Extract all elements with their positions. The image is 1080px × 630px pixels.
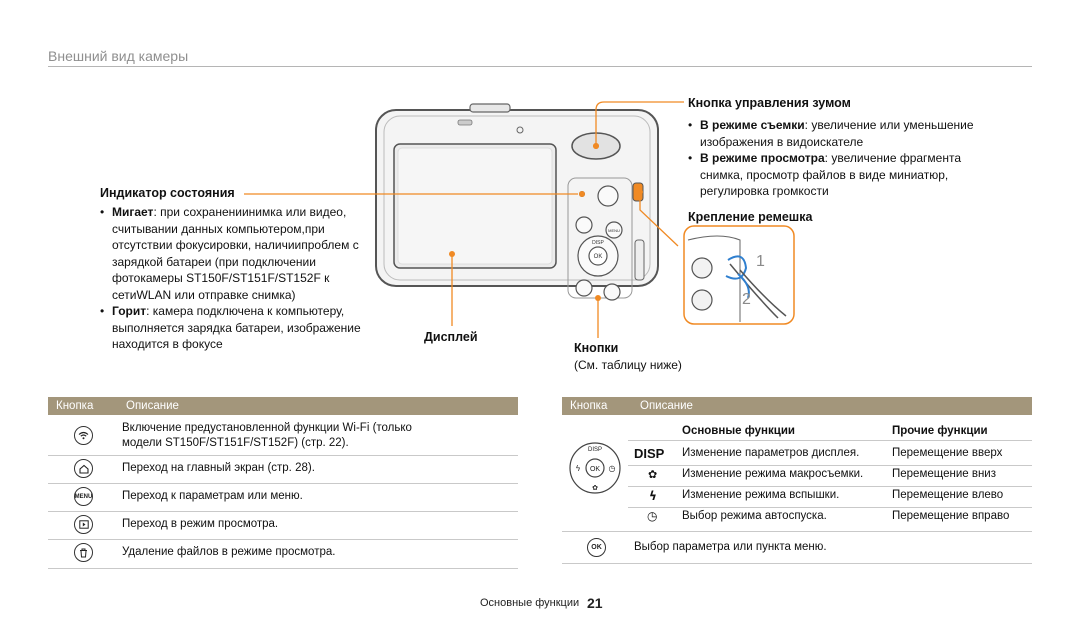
row-divider	[628, 507, 1032, 508]
status-callout-item: Мигает: при сохранениинимка или видео, с…	[100, 204, 362, 303]
table-row-other: Перемещение вниз	[892, 468, 997, 480]
disp-label-icon: DISP	[634, 446, 665, 461]
timer-icon: ◷	[647, 509, 658, 523]
ok-button-icon: OK	[587, 538, 606, 557]
table-row-main: Изменение параметров дисплея.	[682, 447, 860, 459]
svg-text:ϟ: ϟ	[575, 464, 580, 473]
row-divider	[48, 455, 518, 456]
strap-callout-title: Крепление ремешка	[688, 210, 813, 224]
table-row-desc: Переход в режим просмотра.	[122, 518, 279, 530]
table-row-desc: Выбор параметра или пункта меню.	[634, 541, 827, 553]
section-title: Внешний вид камеры	[48, 48, 189, 64]
svg-text:✿: ✿	[592, 484, 598, 492]
display-callout-title: Дисплей	[424, 330, 478, 344]
home-icon	[74, 459, 93, 478]
svg-text:OK: OK	[590, 466, 600, 473]
left-table-body: Включение предустановленной функции Wi-F…	[48, 415, 518, 575]
row-divider	[562, 531, 1032, 532]
table-row-other: Перемещение вправо	[892, 510, 1010, 522]
table-row-main: Изменение режима макросъемки.	[682, 468, 864, 480]
zoom-callout-list: В режиме съемки: увеличение или уменьшен…	[688, 117, 990, 200]
camera-menu-text: MENU	[608, 228, 620, 233]
left-col-button: Кнопка	[56, 400, 94, 412]
menu-icon: MENU	[74, 487, 93, 506]
svg-text:◷: ◷	[609, 464, 616, 473]
row-divider	[48, 539, 518, 540]
table-row-main: Изменение режима вспышки.	[682, 489, 840, 501]
table-row-desc: Переход на главный экран (стр. 28).	[122, 462, 315, 474]
status-callout-title: Индикатор состояния	[100, 186, 235, 200]
svg-text:DISP: DISP	[588, 447, 602, 453]
buttons-callout-title: Кнопки	[574, 341, 619, 355]
right-col-button: Кнопка	[570, 400, 608, 412]
right-button-table: Кнопка Описание	[562, 397, 1032, 415]
right-table-body: DISP OK ✿ ϟ ◷ Основные функции Прочие фу…	[562, 415, 1032, 565]
row-divider	[628, 486, 1032, 487]
trash-icon	[74, 543, 93, 562]
status-callout-item: Горит: камера подключена к компьютеру, в…	[100, 303, 362, 353]
row-divider	[562, 563, 1032, 564]
table-row-main: Выбор режима автоспуска.	[682, 510, 827, 522]
status-callout-list: Мигает: при сохранениинимка или видео, с…	[100, 204, 362, 353]
sub-header-other: Прочие функции	[892, 425, 988, 437]
macro-icon: ✿	[648, 468, 658, 481]
section-divider	[48, 66, 1032, 67]
strap-step-2: 2	[742, 291, 751, 308]
camera-disp-text: DISP	[592, 240, 604, 246]
right-col-description: Описание	[640, 400, 693, 412]
row-divider	[48, 511, 518, 512]
buttons-callout-note: (См. таблицу ниже)	[574, 358, 682, 372]
camera-illustration: DISP OK MENU 1 2	[244, 101, 795, 338]
zoom-callout-title: Кнопка управления зумом	[688, 96, 851, 110]
table-row-desc: Включение предустановленной функции Wi-F…	[122, 422, 412, 449]
left-col-description: Описание	[126, 400, 179, 412]
row-divider	[628, 465, 1032, 466]
playback-icon	[74, 515, 93, 534]
left-button-table: Кнопка Описание	[48, 397, 518, 415]
zoom-callout-item: В режиме съемки: увеличение или уменьшен…	[688, 117, 990, 150]
camera-ok-text: OK	[594, 254, 603, 260]
flash-icon: ϟ	[649, 489, 657, 503]
strap-step-1: 1	[756, 253, 765, 270]
left-table-header: Кнопка Описание	[48, 397, 518, 415]
table-row-desc: Удаление файлов в режиме просмотра.	[122, 546, 336, 558]
row-divider	[48, 568, 518, 569]
footer-label: Основные функции	[480, 597, 580, 609]
table-row-desc: Переход к параметрам или меню.	[122, 490, 303, 502]
wifi-icon	[74, 426, 93, 445]
page-number: 21	[587, 595, 603, 611]
table-row-other: Перемещение влево	[892, 489, 1004, 501]
nav-pad-icon: DISP OK ✿ ϟ ◷	[569, 442, 621, 494]
table-row-other: Перемещение вверх	[892, 447, 1003, 459]
sub-header-main: Основные функции	[682, 425, 795, 437]
row-divider	[48, 483, 518, 484]
right-table-header: Кнопка Описание	[562, 397, 1032, 415]
zoom-callout-item: В режиме просмотра: увеличение фрагмента…	[688, 150, 990, 200]
